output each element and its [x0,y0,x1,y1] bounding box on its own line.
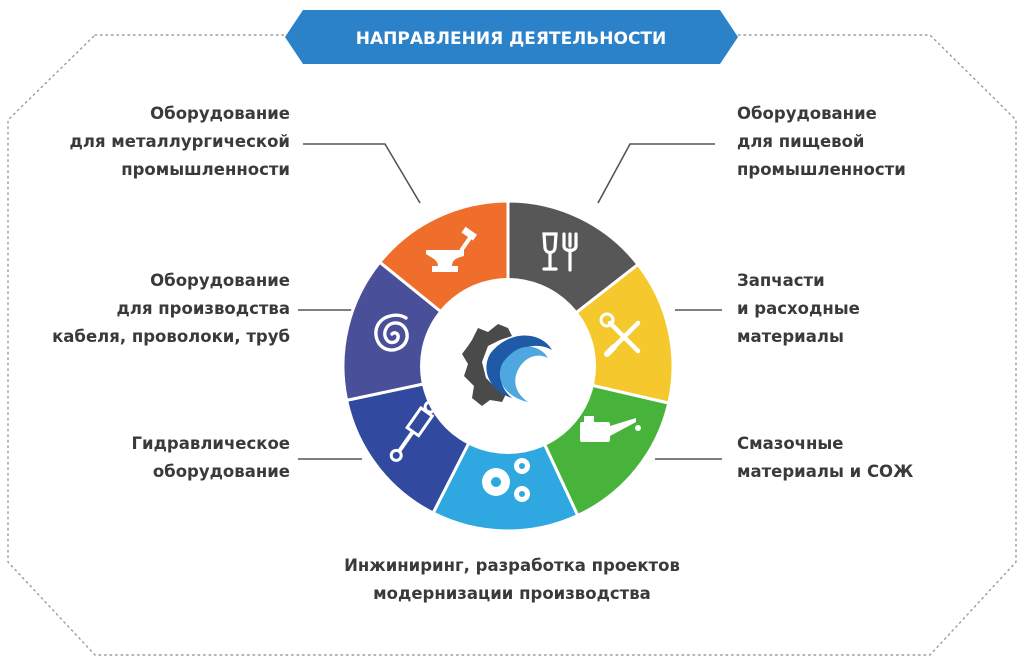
label-food-line2: для пищевой [737,132,865,151]
glass-fork-icon [542,232,578,272]
hydraulic-cylinder-icon [389,400,437,462]
label-metallurgy-line2: для металлургической [69,132,290,151]
label-lubricants: Смазочные материалы и СОЖ [737,430,1007,486]
header-banner: НАПРАВЛЕНИЯ ДЕЯТЕЛЬНОСТИ [285,10,738,64]
label-engineering-line2: модернизации производства [373,584,651,603]
label-parts-line2: и расходные [737,299,860,318]
label-engineering: Инжиниринг, разработка проектов модерниз… [262,552,762,608]
coil-icon [374,313,409,352]
label-food-line1: Оборудование [737,104,877,123]
label-lubricants-line1: Смазочные [737,434,844,453]
label-metallurgy: Оборудование для металлургической промыш… [20,100,290,184]
label-hydraulic-line2: оборудование [152,462,290,481]
oil-can-icon [580,416,641,442]
label-cable: Оборудование для производства кабеля, пр… [20,267,290,351]
label-food-line3: промышленности [737,160,906,179]
label-metallurgy-line3: промышленности [121,160,290,179]
anvil-hammer-icon [426,226,478,272]
gear-wave-logo-icon [462,324,552,406]
label-hydraulic: Гидравлическое оборудование [20,430,290,486]
wrench-screwdriver-icon [599,312,641,357]
label-parts: Запчасти и расходные материалы [737,267,1007,351]
label-parts-line1: Запчасти [737,271,825,290]
label-parts-line3: материалы [737,327,844,346]
label-hydraulic-line1: Гидравлическое [131,434,290,453]
label-food: Оборудование для пищевой промышленности [737,100,1007,184]
label-engineering-line1: Инжиниринг, разработка проектов [344,556,680,575]
label-cable-line2: для производства [116,299,290,318]
label-lubricants-line2: материалы и СОЖ [737,462,914,481]
leader-line-food [597,143,715,204]
leader-lines [298,143,722,460]
gears-icon [482,458,530,502]
header-title: НАПРАВЛЕНИЯ ДЕЯТЕЛЬНОСТИ [356,29,667,49]
label-cable-line1: Оборудование [150,271,290,290]
leader-line-metallurgy [303,143,421,204]
dotted-border [7,34,1017,656]
label-metallurgy-line1: Оборудование [150,104,290,123]
label-cable-line3: кабеля, проволоки, труб [52,327,290,346]
